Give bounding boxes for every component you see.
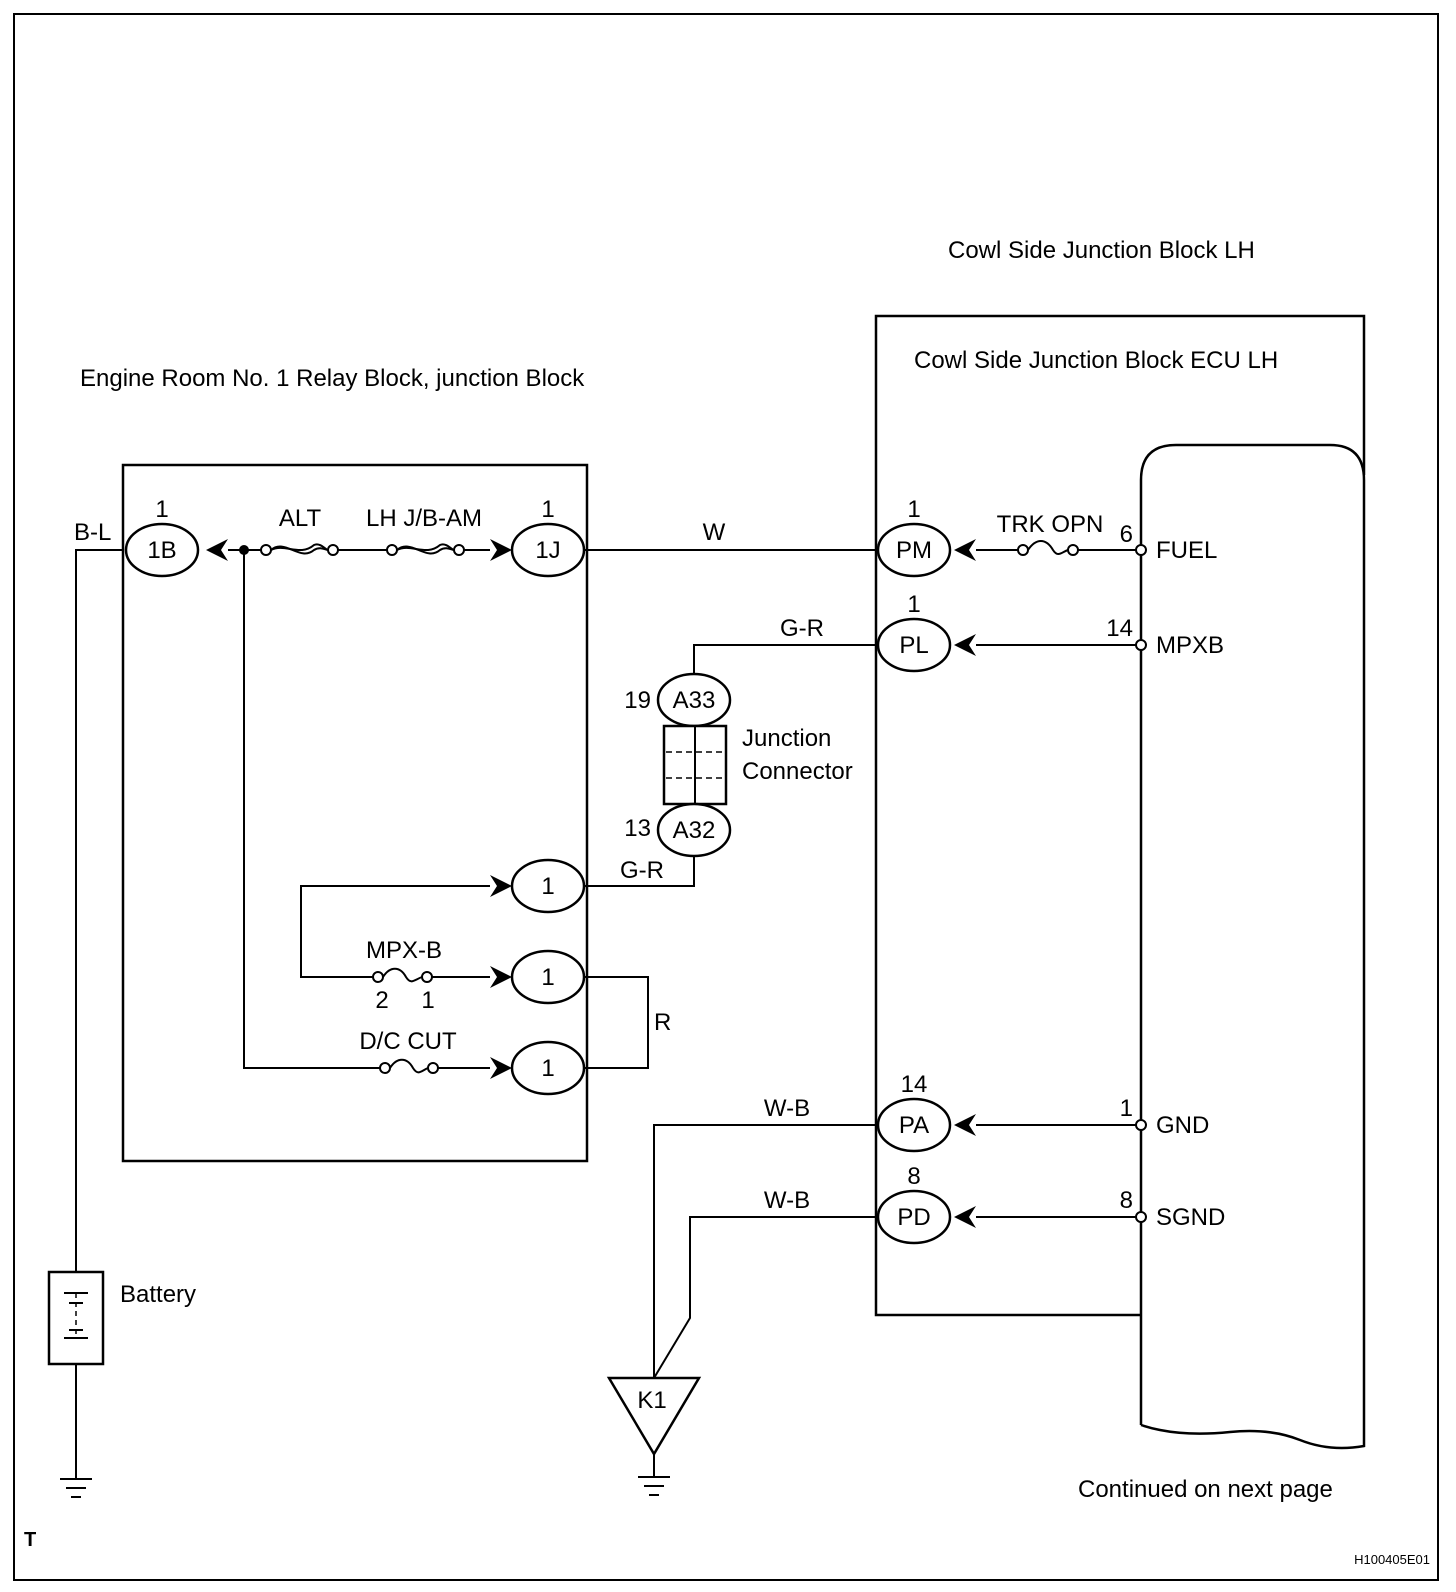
connector-jb-3-name: 1 — [541, 1055, 554, 1082]
trk-opn-fuse — [1017, 540, 1079, 556]
mpx-b-pin-right: 1 — [421, 987, 434, 1014]
cowl-ecu-title: Cowl Side Junction Block ECU LH — [914, 347, 1278, 374]
connector-jb-1 — [510, 858, 586, 914]
wire-r-label: R — [654, 1009, 671, 1036]
terminal-fuel-name: FUEL — [1156, 537, 1217, 564]
lh-jb-am-label: LH J/B-AM — [366, 505, 482, 532]
wire-bl-label: B-L — [74, 519, 111, 546]
wire-gr-bottom-label: G-R — [620, 857, 664, 884]
connector-a32-name: A32 — [673, 817, 716, 844]
wire-gr-top-label: G-R — [780, 615, 824, 642]
dc-cut-fuse — [379, 1058, 439, 1074]
connector-pd-pin: 8 — [907, 1163, 920, 1190]
connector-1j-name: 1J — [535, 537, 560, 564]
connector-pa-name: PA — [899, 1112, 929, 1139]
junction-connector — [662, 724, 728, 806]
junction-connector-label-2: Connector — [742, 758, 853, 785]
wire-bl — [75, 549, 124, 1278]
terminal-fuel — [1135, 544, 1147, 556]
trk-opn-label: TRK OPN — [997, 511, 1104, 538]
wire-gr-top — [693, 644, 878, 678]
connector-pm — [876, 522, 952, 578]
connector-1b-pin: 1 — [155, 496, 168, 523]
connector-a32-pin: 13 — [624, 815, 651, 842]
connector-1b-name: 1B — [147, 537, 176, 564]
connector-1b — [124, 522, 200, 578]
wire-r — [584, 976, 649, 1069]
connector-jb-1-name: 1 — [541, 873, 554, 900]
alt-label: ALT — [279, 505, 322, 532]
battery-label: Battery — [120, 1281, 196, 1308]
lh-jb-am-fusible-link — [386, 543, 465, 556]
cowl-ecu-box — [874, 314, 1366, 1317]
ground-icon — [60, 1478, 92, 1498]
connector-jb-2-name: 1 — [541, 964, 554, 991]
cowl-block-title: Cowl Side Junction Block LH — [948, 237, 1255, 264]
mpx-b-label: MPX-B — [366, 937, 442, 964]
terminal-mpxb-pin: 14 — [1106, 615, 1133, 642]
engine-room-relay-block — [121, 463, 589, 1163]
terminal-gnd-name: GND — [1156, 1112, 1209, 1139]
internal-bus — [243, 550, 380, 1069]
terminal-sgnd-pin: 8 — [1120, 1187, 1133, 1214]
ecu-inner-outline — [1139, 443, 1366, 1450]
terminal-gnd-pin: 1 — [1120, 1095, 1133, 1122]
terminal-mpxb-name: MPXB — [1156, 632, 1224, 659]
terminal-sgnd-name: SGND — [1156, 1204, 1225, 1231]
connector-pm-pin: 1 — [907, 496, 920, 523]
engine-room-title: Engine Room No. 1 Relay Block, junction … — [80, 365, 585, 392]
connector-a33-pin: 19 — [624, 687, 651, 714]
corner-letter: T — [24, 1529, 36, 1551]
ground-icon — [638, 1476, 670, 1496]
wire-wb-upper — [653, 1124, 878, 1378]
terminal-mpxb — [1135, 639, 1147, 651]
mpx-b-fuse — [372, 967, 433, 983]
connector-1j-pin: 1 — [541, 496, 554, 523]
connector-a33-name: A33 — [673, 687, 716, 714]
battery — [47, 1270, 105, 1366]
alt-fusible-link — [260, 543, 339, 556]
connector-pl-pin: 1 — [907, 591, 920, 618]
wire-wb-upper-label: W-B — [764, 1095, 810, 1122]
terminal-gnd — [1135, 1119, 1147, 1131]
junction-connector-label-1: Junction — [742, 725, 831, 752]
page-frame — [13, 13, 1439, 1581]
ground-point-k1-label: K1 — [637, 1387, 666, 1414]
terminal-sgnd — [1135, 1211, 1147, 1223]
connector-pd-name: PD — [897, 1204, 930, 1231]
connector-pl-name: PL — [899, 632, 928, 659]
continued-label: Continued on next page — [1078, 1476, 1333, 1503]
figure-id: H100405E01 — [1354, 1552, 1430, 1567]
terminal-fuel-pin: 6 — [1120, 521, 1133, 548]
ground-point-k1 — [606, 1376, 702, 1457]
mpx-b-pin-left: 2 — [375, 987, 388, 1014]
connector-pa-pin: 14 — [901, 1071, 928, 1098]
wire-gr-bottom — [584, 856, 695, 887]
connector-pm-name: PM — [896, 537, 932, 564]
wire-w-label: W — [703, 519, 726, 546]
wire-wb-lower — [653, 1216, 878, 1379]
wire-wb-lower-label: W-B — [764, 1187, 810, 1214]
dc-cut-label: D/C CUT — [359, 1028, 457, 1055]
